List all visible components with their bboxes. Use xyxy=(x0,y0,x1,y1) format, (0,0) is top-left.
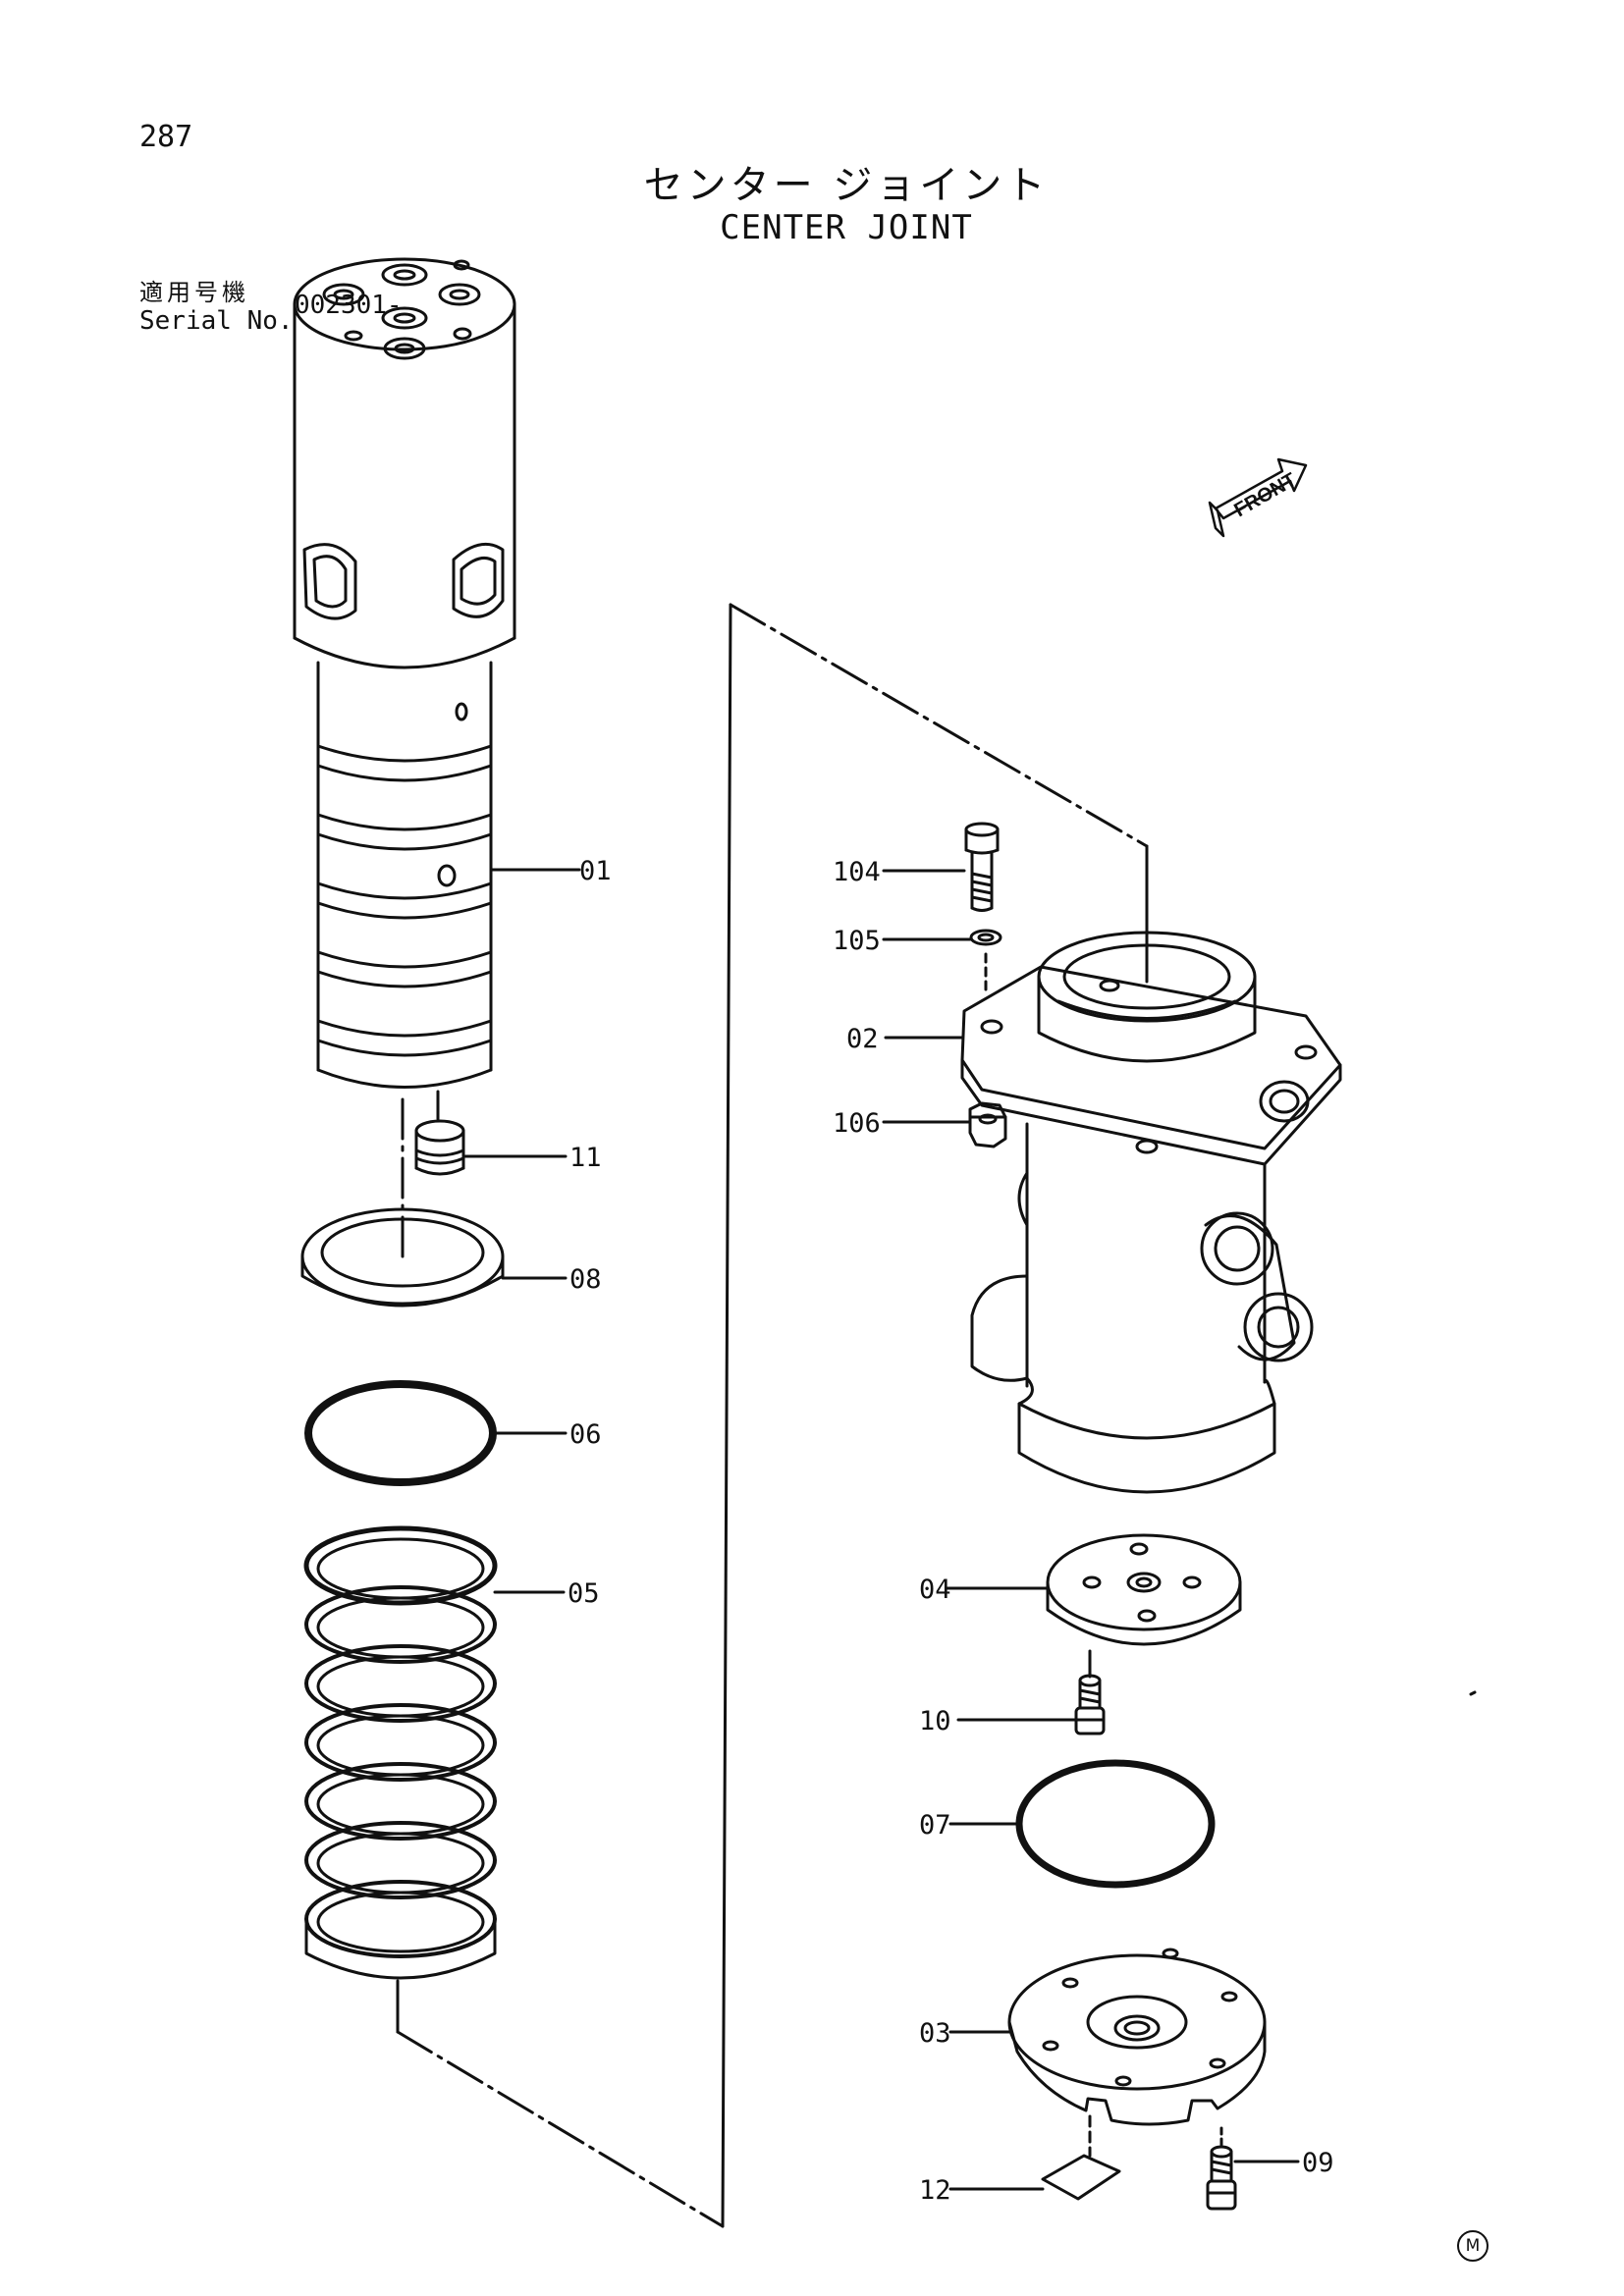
callout-08: 08 xyxy=(569,1264,602,1295)
part-08-seal-ring xyxy=(300,1207,505,1308)
title-english: CENTER JOINT xyxy=(720,208,973,247)
assembly-line-vertical xyxy=(721,603,732,2228)
callout-04: 04 xyxy=(919,1575,951,1605)
assembly-line-diagonal-lower xyxy=(396,2030,725,2228)
part-105-washer xyxy=(969,929,1002,946)
part-10-screw xyxy=(1074,1674,1106,1735)
stray-mark xyxy=(1469,1690,1477,1696)
callout-105: 105 xyxy=(833,926,881,956)
part-02-body xyxy=(960,931,1342,1494)
corner-mark: M xyxy=(1457,2230,1489,2262)
part-01-spindle xyxy=(293,257,516,1089)
part-11-plug xyxy=(414,1119,465,1176)
part-09-bolt xyxy=(1206,2126,1237,2211)
callout-11: 11 xyxy=(569,1143,602,1173)
serial-label-japanese: 適用号機 xyxy=(139,279,249,306)
callout-104: 104 xyxy=(833,857,881,887)
page-number: 287 xyxy=(139,120,193,154)
part-04-cover-disc xyxy=(1046,1533,1242,1646)
callout-02: 02 xyxy=(846,1024,879,1054)
front-direction-arrow xyxy=(1208,457,1308,538)
part-106-nut xyxy=(968,1101,1007,1148)
callout-10: 10 xyxy=(919,1706,951,1736)
part-07-o-ring xyxy=(1015,1759,1216,1889)
assembly-line-diagonal-upper xyxy=(729,603,1149,848)
part-12-plate xyxy=(1041,2154,1121,2201)
callout-06: 06 xyxy=(569,1419,602,1450)
callout-106: 106 xyxy=(833,1108,881,1139)
callout-01: 01 xyxy=(579,856,612,886)
part-03-cover xyxy=(1007,1948,1267,2126)
callout-07: 07 xyxy=(919,1810,951,1841)
callout-03: 03 xyxy=(919,2018,951,2049)
part-06-o-ring xyxy=(304,1380,497,1486)
callout-05: 05 xyxy=(568,1578,600,1609)
part-104-bolt xyxy=(964,822,1000,912)
title-japanese: センター ジョイント xyxy=(643,163,1050,208)
callout-09: 09 xyxy=(1302,2148,1334,2178)
callout-12: 12 xyxy=(919,2175,951,2206)
part-05-ring-stack xyxy=(303,1525,498,1980)
serial-label-english: Serial No. xyxy=(139,306,294,336)
